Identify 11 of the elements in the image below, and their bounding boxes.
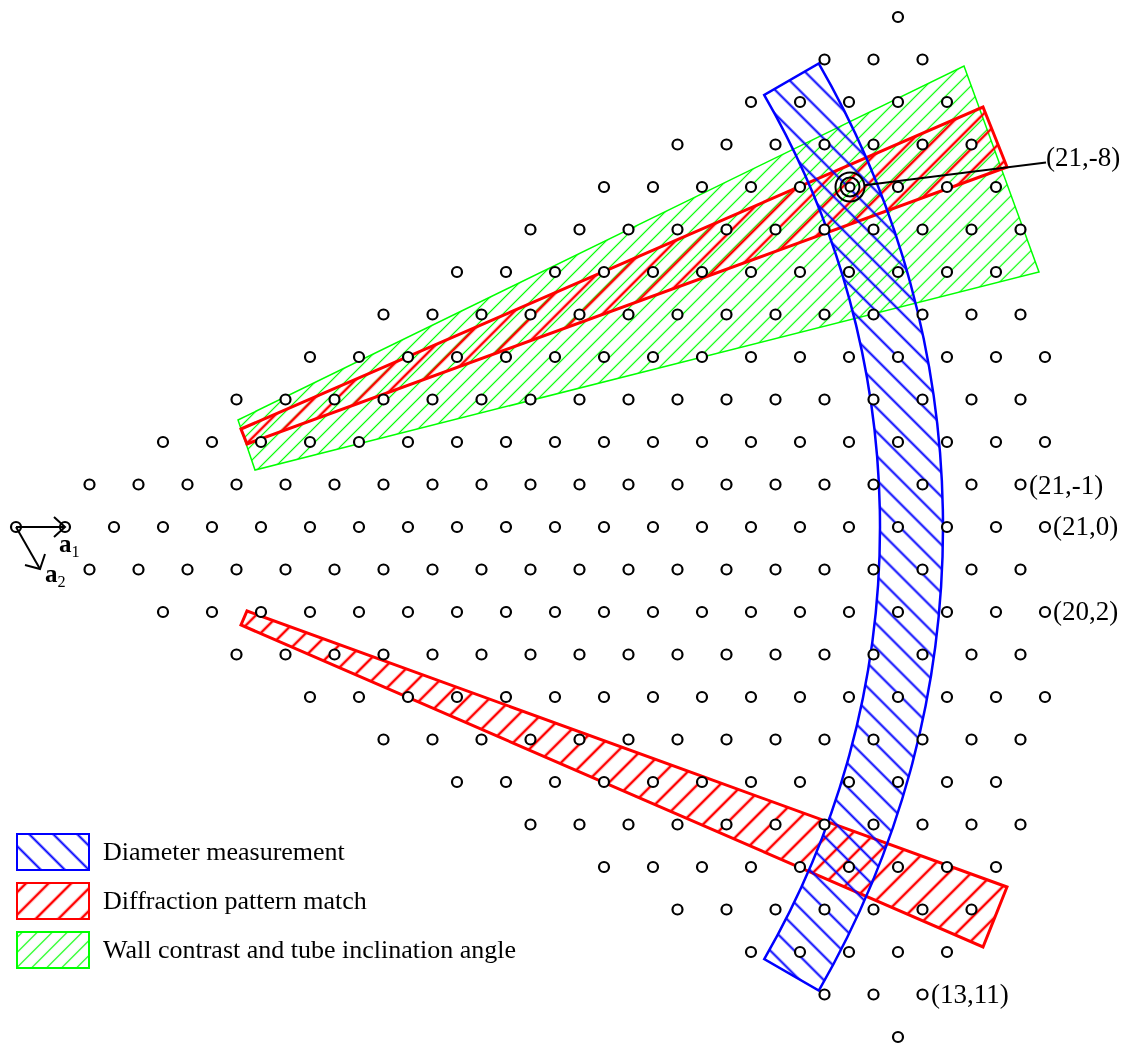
vector-label: a$_{1}$: [59, 530, 80, 562]
legend-label: Diameter measurement: [103, 838, 345, 866]
legend-label: Wall contrast and tube inclination angle: [103, 936, 517, 964]
legend-label: Diffraction pattern match: [103, 887, 367, 915]
vector-label: a$_{2}$: [45, 560, 66, 592]
coordinate-label: (21,-1): [1029, 470, 1104, 500]
target-rings-icon: [833, 171, 866, 203]
coordinate-label: (21,0): [1053, 511, 1119, 541]
coordinate-label: (13,11): [931, 979, 1009, 1009]
coordinate-label: (21,-8): [1046, 142, 1121, 172]
coordinate-label: (20,2): [1053, 596, 1119, 626]
